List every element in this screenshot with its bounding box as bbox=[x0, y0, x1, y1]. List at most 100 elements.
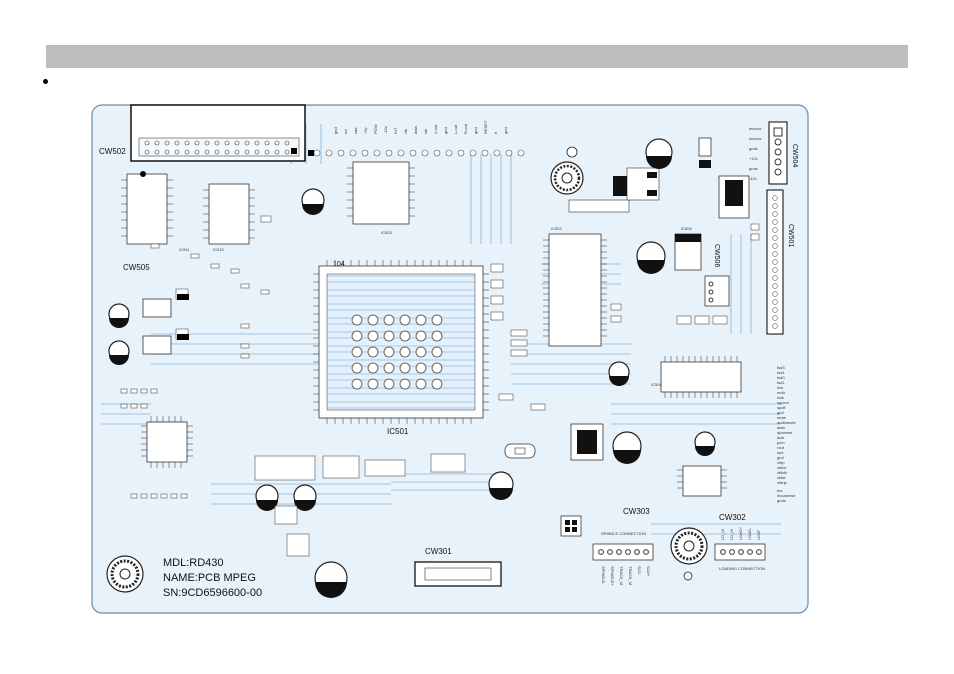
ic511-label: IC511 bbox=[179, 247, 190, 252]
cw501-pin: dpcreset bbox=[777, 430, 793, 435]
board-model: MDL:RD430 bbox=[163, 557, 224, 569]
capacitor-right-mid bbox=[608, 361, 630, 386]
top-pin-label: -12v bbox=[383, 126, 388, 134]
top-pin-label: gnd bbox=[473, 127, 478, 134]
ic510-label: IC510 bbox=[213, 247, 224, 252]
chip-ic511 bbox=[121, 171, 173, 245]
cw501-pin: data bbox=[777, 425, 786, 430]
ic501-label: IC501 bbox=[387, 427, 409, 436]
cw504-pin: -12v bbox=[749, 176, 757, 181]
crystal-x501 bbox=[504, 443, 536, 459]
cw501-pin: lout bbox=[777, 450, 784, 455]
spindle-pin: SPINDLE+ bbox=[610, 566, 615, 586]
chip-ic301 bbox=[677, 465, 727, 497]
loading-pin: LOAD+ bbox=[738, 526, 743, 540]
cw501-pin: audiomute bbox=[777, 420, 796, 425]
cw501-pin: tsd1 bbox=[777, 380, 785, 385]
ic506-label: IC506 bbox=[681, 226, 692, 231]
top-pin-label: L-out bbox=[453, 124, 458, 134]
capacitor-c301 bbox=[314, 561, 348, 598]
upper-connector bbox=[313, 149, 525, 157]
inductor-dark bbox=[699, 160, 711, 168]
capacitor-c504 bbox=[645, 138, 673, 169]
connector-loading bbox=[714, 543, 766, 561]
cw501-pin: rout bbox=[777, 445, 785, 450]
cw501-label: CW501 bbox=[787, 224, 794, 247]
cw501-pin: tsd1 bbox=[777, 370, 785, 375]
cw501-pin: vfdp bbox=[777, 460, 785, 465]
loading-pin: LIMIT bbox=[756, 529, 761, 540]
cw505-label: CW505 bbox=[123, 263, 150, 272]
toroid-top bbox=[550, 146, 584, 195]
top-pin-labels: gnd scl sda +5v POW -12v INT clk data st… bbox=[333, 120, 508, 134]
capacitor-c510 bbox=[488, 471, 514, 500]
spindle-pin: SLD+ bbox=[646, 566, 651, 577]
cw501-pin: mclk bbox=[777, 390, 785, 395]
chip-ic510 bbox=[203, 183, 255, 245]
ic503-label: IC503 bbox=[381, 230, 392, 235]
transistor-pads bbox=[142, 294, 189, 355]
cw504-pin: mvccw bbox=[749, 126, 761, 131]
loading-pin: LD_M bbox=[720, 529, 725, 540]
cw502-label: CW502 bbox=[99, 147, 126, 156]
cw501-pin: dclk bbox=[777, 435, 784, 440]
cw501-pin: pcm bbox=[777, 440, 785, 445]
smd-components-center bbox=[254, 223, 760, 557]
capacitor-c306 bbox=[255, 484, 279, 511]
marker-104: 104 bbox=[333, 261, 345, 268]
loading-pin-labels: LD_M LD_M LOAD+ LOAD- LIMIT bbox=[720, 526, 761, 540]
capacitor-c502 bbox=[301, 188, 325, 215]
spindle-pin-labels: SPINDLE- SPINDLE+ TRACK_M TRACK_M SLD- S… bbox=[601, 566, 651, 586]
top-pin-label: sda bbox=[353, 127, 358, 134]
pcb-diagram: gnd scl sda +5v POW -12v INT clk data st… bbox=[91, 104, 809, 614]
cw501-pin: gnd bbox=[777, 410, 784, 415]
cw302-label: CW302 bbox=[719, 513, 746, 522]
cw501-pin: tsd0 bbox=[777, 375, 785, 380]
regulator-top bbox=[613, 167, 660, 201]
cw303-label: CW303 bbox=[623, 507, 650, 516]
chip-ic502 bbox=[543, 233, 607, 347]
ic502-label: IC502 bbox=[551, 226, 562, 231]
cw501-bottom-pin: gnds bbox=[777, 498, 786, 503]
top-pin-label: gnd bbox=[443, 127, 448, 134]
header-bar bbox=[46, 45, 908, 68]
cw501-pin: spdif bbox=[777, 405, 786, 410]
capacitor-left-2 bbox=[108, 340, 130, 365]
cw501-pin: vfdst bbox=[777, 475, 786, 480]
top-pin-label: +5v bbox=[363, 127, 368, 134]
transistor-block bbox=[560, 515, 582, 537]
top-pin-label: clk bbox=[403, 129, 408, 134]
spindle-pin: TRACK_M bbox=[619, 566, 624, 585]
spindle-pin: SLD- bbox=[637, 566, 642, 576]
pin1-marker bbox=[308, 150, 314, 156]
cw501-pin: tsd3 bbox=[777, 365, 785, 370]
loading-pin: LD_M bbox=[729, 529, 734, 540]
top-pin-label: scl bbox=[343, 129, 348, 134]
spindle-pin: TRACK_M bbox=[628, 566, 633, 585]
top-pin-label: POW bbox=[373, 124, 378, 134]
ic504-label: IC504 bbox=[651, 382, 662, 387]
connector-cw504 bbox=[768, 121, 788, 185]
top-pin-label: ir bbox=[493, 131, 498, 134]
cw501-pin: vfdup bbox=[777, 480, 788, 485]
cw501-pin: gnd bbox=[777, 455, 784, 460]
cw501-bottom-pin: fus bbox=[777, 488, 782, 493]
top-pin-label: INT bbox=[393, 127, 398, 134]
cw504-pin: mvccw bbox=[749, 136, 761, 141]
chip-ic504 bbox=[660, 356, 742, 398]
spindle-connection-label: SPINDLE CONNECTION bbox=[601, 531, 646, 536]
chip-ic302 bbox=[570, 423, 604, 461]
toroid-bottom-left bbox=[106, 555, 144, 593]
top-pin-label: gnd bbox=[503, 127, 508, 134]
chip-ic503 bbox=[347, 161, 415, 225]
cw501-pin: sclk bbox=[777, 395, 784, 400]
trace-layer bbox=[101, 124, 781, 535]
cw504-pin: +12v bbox=[749, 156, 758, 161]
capacitor-left-1 bbox=[108, 303, 130, 328]
cw501-pin: sppcm bbox=[777, 400, 789, 405]
cw504-label: CW504 bbox=[791, 144, 798, 167]
spindle-pin: SPINDLE- bbox=[601, 566, 606, 585]
bullet-dot bbox=[43, 79, 48, 84]
board-name: NAME:PCB MPEG bbox=[163, 572, 256, 584]
cw501-pin: vfdclk bbox=[777, 470, 787, 475]
